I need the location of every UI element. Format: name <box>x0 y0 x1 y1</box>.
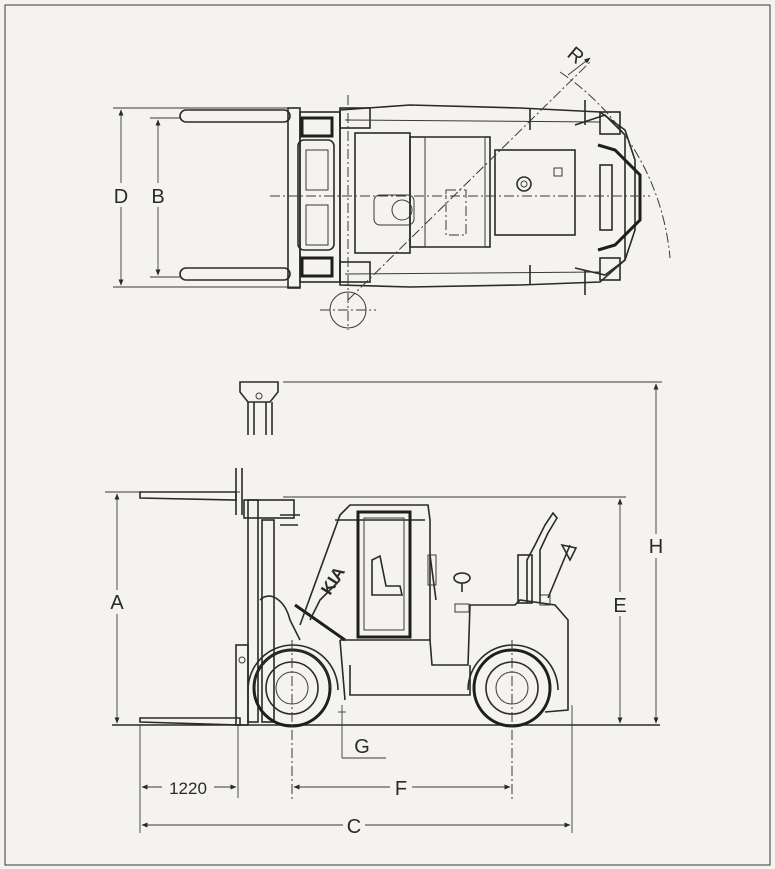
top-view: D B <box>110 43 671 330</box>
brand-logo: KIA <box>317 563 349 598</box>
label-E: E <box>613 595 626 617</box>
body-outline-top <box>339 104 636 288</box>
fork-top-upper <box>179 109 291 123</box>
mast-top-extended <box>239 381 279 403</box>
fork-lowered <box>139 717 241 726</box>
body-side <box>340 599 569 713</box>
label-A: A <box>110 592 124 614</box>
fork-raised <box>139 491 237 501</box>
engine-hood-top <box>494 149 576 236</box>
label-fork-length: 1220 <box>169 779 207 798</box>
cab-door <box>356 510 412 639</box>
label-C: C <box>347 816 361 838</box>
label-R: R <box>563 43 588 69</box>
cab-top <box>354 132 411 254</box>
steering-wheel-top <box>391 199 413 221</box>
label-H: H <box>649 536 663 558</box>
turning-radius-line <box>347 61 591 301</box>
page-border <box>4 4 771 866</box>
fork-top-lower <box>179 267 291 281</box>
label-D: D <box>114 186 128 208</box>
turning-radius-arc <box>559 71 671 259</box>
mast-inner <box>261 519 275 723</box>
seat-side <box>371 554 403 596</box>
seat-top <box>373 194 415 226</box>
label-B: B <box>151 186 164 208</box>
label-G: G <box>354 736 370 758</box>
side-view: H E A <box>105 381 667 838</box>
label-F: F <box>395 778 407 800</box>
overhead-guard <box>299 504 431 640</box>
